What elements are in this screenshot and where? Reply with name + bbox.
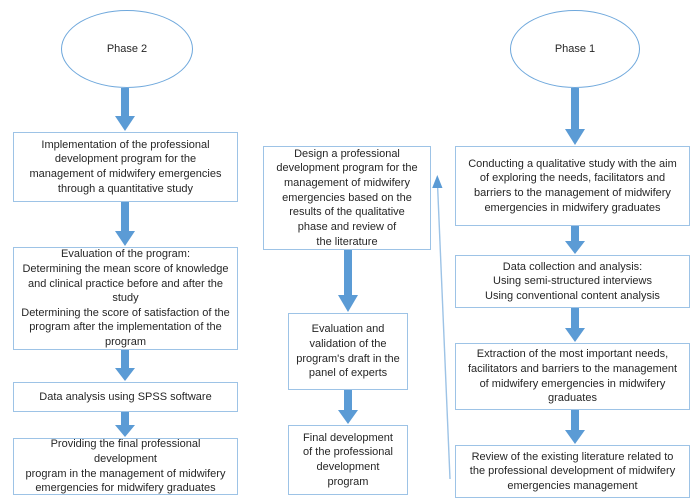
phase2-step-4: Providing the final professional develop…	[13, 438, 238, 495]
arrow-phase2-to-step1	[113, 88, 137, 132]
phase-1-label: Phase 1	[554, 43, 596, 55]
arrow-phase2-step3-to-step4	[113, 412, 137, 438]
arrow-phase1-step1-to-step2	[563, 226, 587, 255]
phase-2-label: Phase 2	[106, 43, 148, 55]
arrow-phase1-step2-to-step3	[563, 308, 587, 343]
arrow-phase2-step2-to-step3	[113, 350, 137, 382]
arrow-phase2-step1-to-step2	[113, 202, 137, 247]
phase-1-ellipse: Phase 1	[510, 10, 640, 88]
phase-2-ellipse: Phase 2	[61, 10, 193, 88]
phase1-step-2: Data collection and analysis: Using semi…	[455, 255, 690, 308]
arrow-middle-step2-to-step3	[336, 390, 360, 425]
phase1-step-4: Review of the existing literature relate…	[455, 445, 690, 498]
middle-step-1: Design a professional development progra…	[263, 146, 431, 250]
phase2-step-2: Evaluation of the program: Determining t…	[13, 247, 238, 350]
phase1-step-3: Extraction of the most important needs, …	[455, 343, 690, 410]
phase1-step-1: Conducting a qualitative study with the …	[455, 146, 690, 226]
phase2-step-1: Implementation of the professional devel…	[13, 132, 238, 202]
middle-step-2: Evaluation and validation of the program…	[288, 313, 408, 390]
phase2-step-3: Data analysis using SPSS software	[13, 382, 238, 412]
arrow-phase1-step3-to-step4	[563, 410, 587, 445]
arrow-phase1-to-step1	[563, 88, 587, 146]
middle-step-3: Final development of the professional de…	[288, 425, 408, 495]
arrow-middle-step1-to-step2	[336, 250, 360, 313]
